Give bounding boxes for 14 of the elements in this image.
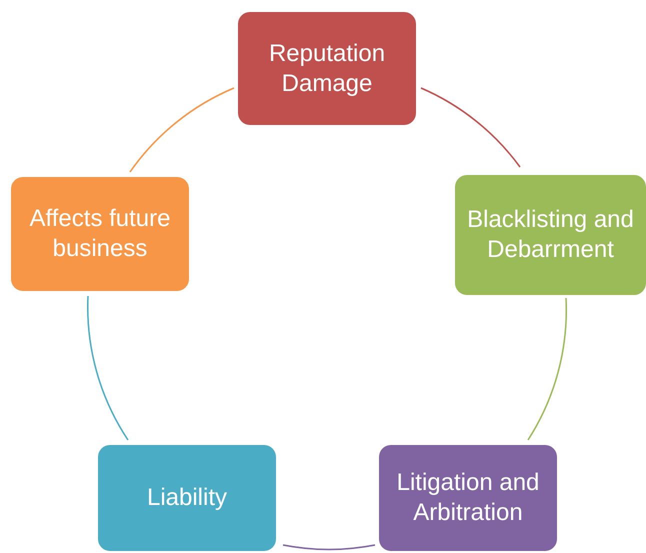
process-box — [11, 177, 189, 291]
connector-arc — [282, 544, 376, 550]
connector-arc — [420, 87, 521, 168]
node-label: Reputation Damage — [268, 38, 386, 98]
process-box — [379, 445, 557, 551]
node-label: Affects future business — [28, 204, 172, 264]
node-label: Blacklisting and Debarrment — [466, 205, 635, 265]
process-box — [455, 175, 646, 295]
connector-arc — [87, 296, 129, 440]
process-box — [238, 12, 416, 125]
connector-arc — [527, 298, 567, 440]
node-label: Liability — [146, 483, 228, 513]
node-label: Litigation and Arbitration — [396, 468, 540, 528]
process-box — [98, 445, 276, 551]
